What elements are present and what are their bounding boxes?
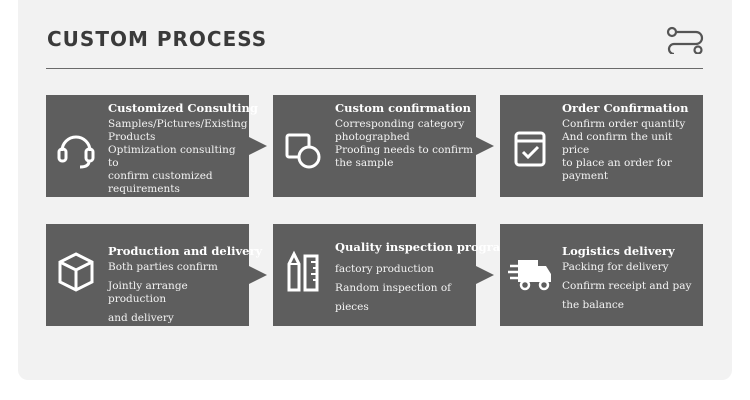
- step-heading: Customized Consulting: [108, 101, 258, 115]
- step-heading: Order Confirmation: [562, 101, 689, 115]
- step-line: the sample: [335, 157, 394, 169]
- flow-arrow: [249, 266, 267, 284]
- step-card-consulting: Customized Consulting Samples/Pictures/E…: [46, 95, 258, 197]
- flow-arrow: [249, 137, 267, 155]
- step-line: Jointly arrange production: [108, 280, 188, 305]
- step-line: Corresponding category: [335, 118, 465, 130]
- route-icon: [666, 26, 704, 54]
- step-line: Confirm receipt and pay: [562, 280, 692, 292]
- step-line: Products: [108, 131, 156, 143]
- step-heading: Production and delivery: [108, 244, 263, 258]
- delivery-truck-icon: [508, 260, 551, 291]
- step-line: pieces: [335, 301, 369, 313]
- flow-arrow: [476, 266, 494, 284]
- step-line: factory production: [335, 263, 434, 275]
- step-heading: Quality inspection program: [335, 240, 513, 254]
- step-line: and delivery: [108, 312, 174, 324]
- step-heading: Custom confirmation: [335, 101, 471, 115]
- step-line: the balance: [562, 299, 624, 311]
- step-line: Proofing needs to confirm: [335, 144, 474, 156]
- step-line: Packing for delivery: [562, 261, 669, 273]
- calendar-check-icon: [514, 131, 546, 167]
- flow-arrow: [476, 137, 494, 155]
- step-line: photographed: [335, 131, 410, 143]
- step-card-confirmation: Custom confirmation Corresponding catego…: [273, 95, 476, 197]
- shapes-icon: [285, 133, 321, 169]
- step-heading: Logistics delivery: [562, 244, 675, 258]
- title-divider: [46, 68, 703, 69]
- step-line: Optimization consulting to: [108, 144, 236, 169]
- headset-icon: [57, 135, 95, 169]
- step-card-logistics: Logistics delivery Packing for delivery …: [500, 224, 703, 326]
- page-title: CUSTOM PROCESS: [47, 27, 268, 51]
- step-card-order: Order Confirmation Confirm order quantit…: [500, 95, 703, 197]
- step-line: Both parties confirm: [108, 261, 218, 273]
- step-line: Confirm order quantity: [562, 118, 686, 130]
- step-line: And confirm the unit price: [562, 131, 673, 156]
- step-line: requirements: [108, 183, 180, 195]
- box-icon: [58, 252, 94, 292]
- step-line: payment: [562, 170, 609, 182]
- step-line: Random inspection of: [335, 282, 452, 294]
- step-line: to place an order for: [562, 157, 672, 169]
- step-card-production: Production and delivery Both parties con…: [46, 224, 263, 326]
- pencil-ruler-icon: [287, 250, 319, 292]
- step-line: Samples/Pictures/Existing: [108, 118, 248, 130]
- step-line: confirm customized: [108, 170, 213, 182]
- step-card-quality: Quality inspection program factory produ…: [273, 224, 513, 326]
